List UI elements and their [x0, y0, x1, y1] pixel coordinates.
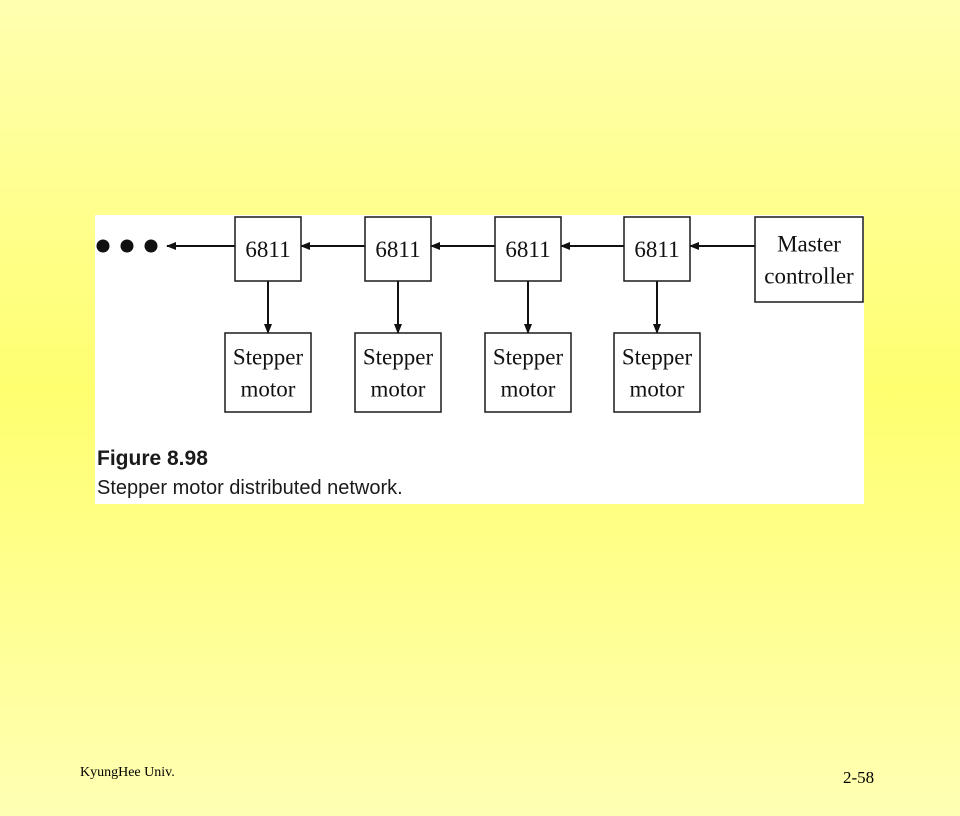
node-box — [623, 216, 691, 282]
node-mcu2: 6811 — [364, 216, 432, 282]
node-label: motor — [501, 377, 556, 402]
node-motor1: Stepper motor — [224, 332, 312, 413]
node-master: Master controller — [754, 216, 864, 303]
figure-title: Figure 8.98 — [97, 447, 208, 470]
continuation-dot — [120, 239, 134, 253]
footer-institution: KyungHee Univ. — [80, 765, 175, 780]
node-box — [613, 332, 701, 413]
node-label: motor — [371, 377, 426, 402]
node-motor2: Stepper motor — [354, 332, 442, 413]
node-label: 6811 — [375, 237, 420, 262]
figure-caption: Stepper motor distributed network. — [97, 477, 403, 499]
node-mcu4: 6811 — [623, 216, 691, 282]
node-label: motor — [241, 377, 296, 402]
node-box — [364, 216, 432, 282]
node-box — [494, 216, 562, 282]
node-label: 6811 — [245, 237, 290, 262]
node-motor3: Stepper motor — [484, 332, 572, 413]
node-box — [354, 332, 442, 413]
node-label: 6811 — [634, 237, 679, 262]
node-label: Stepper — [493, 345, 564, 370]
continuation-dot — [144, 239, 158, 253]
node-label: Stepper — [622, 345, 693, 370]
node-label: Stepper — [233, 345, 304, 370]
continuation-dots — [96, 239, 158, 253]
node-mcu1: 6811 — [234, 216, 302, 282]
node-label: Master — [777, 232, 841, 257]
continuation-dot — [96, 239, 110, 253]
node-label: 6811 — [505, 237, 550, 262]
page-number: 2-58 — [843, 768, 875, 787]
node-box — [234, 216, 302, 282]
node-mcu3: 6811 — [494, 216, 562, 282]
node-box — [484, 332, 572, 413]
node-label: controller — [764, 264, 854, 289]
node-box — [224, 332, 312, 413]
node-motor4: Stepper motor — [613, 332, 701, 413]
node-label: motor — [630, 377, 685, 402]
node-label: Stepper — [363, 345, 434, 370]
node-box — [754, 216, 864, 303]
